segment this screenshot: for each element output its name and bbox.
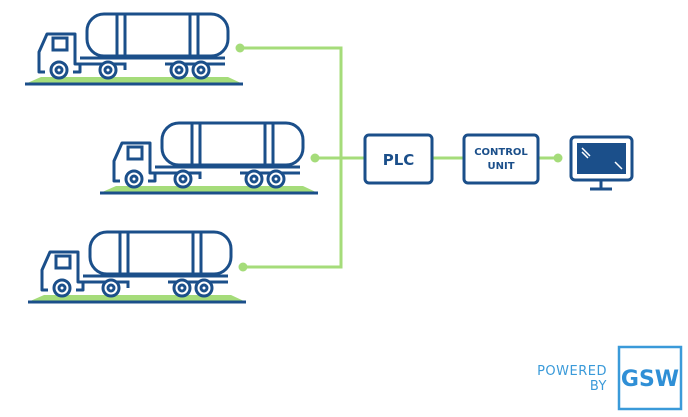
connector-dot-monitor	[553, 153, 563, 163]
tanker-truck-on-scale-icon	[23, 12, 245, 86]
tanker-truck-on-scale-icon	[26, 230, 248, 304]
control-unit-label-line2: UNIT	[487, 161, 514, 172]
gsw-logo-text: GSW	[621, 367, 679, 392]
connector-dot-truck-1	[235, 43, 245, 53]
control-unit-label-line1: CONTROL	[474, 147, 528, 158]
connector-dot-truck-2	[310, 153, 320, 163]
gsw-logo	[617, 345, 683, 411]
connector-dot-truck-3	[238, 262, 248, 272]
plc-label: PLC	[383, 151, 415, 169]
control-unit-node: CONTROL UNIT	[462, 133, 540, 185]
plc-node: PLC	[363, 133, 434, 185]
tanker-truck-on-scale-icon	[98, 121, 320, 195]
by-label: BY	[590, 379, 607, 394]
powered-by-branding: POWERED BY GSW	[537, 345, 683, 411]
powered-label: POWERED	[537, 364, 607, 379]
monitor-icon	[569, 135, 634, 191]
